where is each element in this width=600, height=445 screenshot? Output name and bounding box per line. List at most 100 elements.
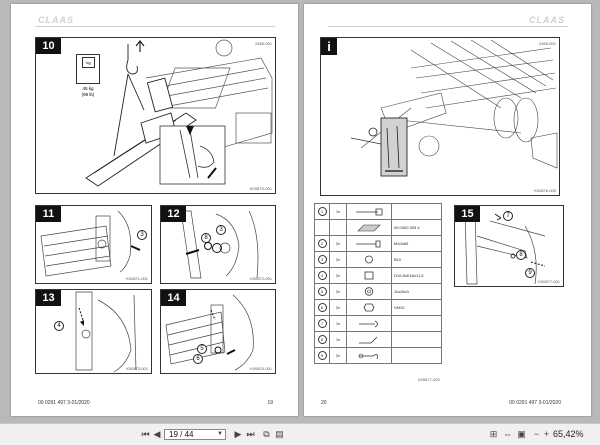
claas-logo: CLAAS [38, 15, 74, 25]
linch-pin-icon [359, 320, 378, 328]
part-quantity: 1x [329, 315, 347, 332]
screw-icon [356, 240, 381, 247]
footer-page-number: 20 [321, 400, 327, 406]
claas-logo: CLAAS [529, 15, 565, 25]
part-number: 3 [317, 255, 327, 264]
figure-code: K00874-001 [250, 366, 272, 371]
callout-label: 8 [516, 250, 526, 260]
header-rule [35, 26, 275, 27]
callout-label: 5 [197, 344, 207, 354]
part-number: 9 [317, 351, 327, 360]
table-row: 3 2x B10 [314, 251, 442, 268]
part-number: 6 [317, 303, 327, 312]
table-row: 8 1x [314, 331, 442, 348]
document-page-left: CLAAS [11, 4, 298, 416]
zoom-out-icon[interactable]: − [533, 429, 540, 439]
weight-value: 45 kg [82, 86, 94, 91]
washer-icon [364, 287, 374, 296]
callout-label: 3 [216, 225, 226, 235]
table-row: 4 2x D10,5xD16x11,5 [314, 267, 442, 284]
part-description: B10 [391, 251, 442, 268]
callout-label: 8 [201, 233, 211, 243]
previous-page-icon[interactable]: ◀ [153, 428, 161, 439]
figure-code-top: 2465-001 [539, 41, 556, 46]
last-page-icon[interactable]: ⏭ [246, 428, 255, 439]
callout-label: 4 [54, 321, 64, 331]
fit-width-icon[interactable]: ⇔ [503, 429, 512, 439]
figure-code: K00876-000 [534, 188, 556, 193]
zoom-level[interactable]: 65,42% [553, 429, 584, 439]
figure-12: 12 8 3 K00872-001 [160, 205, 276, 284]
table-row: 00 0400 093 4 [314, 219, 442, 236]
pdf-viewer-toolbar: ⏮ ◀ 19 / 44 ▼ ▶ ⏭ ⧉ ▤ ⊞ ⇔ ▣ − + 65,42% [0, 423, 600, 445]
step-number: 15 [455, 206, 480, 222]
footer-doc-number: 00 0291 497 3-01/2020 [509, 400, 561, 406]
figure-11: 11 3 K00871-001 [35, 205, 152, 284]
page-view-icon[interactable]: ▤ [275, 428, 284, 439]
next-page-icon[interactable]: ▶ [234, 428, 242, 439]
figure-code: K00873-001 [126, 366, 148, 371]
table-row: 7 1x [314, 315, 442, 332]
parts-table: 1 1x 00 0400 093 4 2 2x M10x60 3 2x B10 … [314, 203, 442, 364]
figure-code-top: 2465-001 [255, 41, 272, 46]
grid-view-icon[interactable]: ⊞ [489, 428, 498, 439]
callout-label: 9 [525, 268, 535, 278]
retaining-pin-icon [358, 353, 378, 359]
table-row: 9 2x [314, 347, 442, 364]
copy-page-icon[interactable]: ⧉ [263, 428, 270, 439]
part-description [391, 315, 442, 332]
part-number: 8 [317, 335, 327, 344]
part-quantity: 1x [329, 331, 347, 348]
part-number: 4 [317, 271, 327, 280]
bent-pin-icon [359, 336, 378, 343]
step-number: 10 [36, 38, 61, 54]
table-row: 2 2x M10x60 [314, 235, 442, 252]
illustration-attach-crane [85, 39, 273, 187]
page-number-input[interactable]: 19 / 44 [164, 429, 226, 440]
part-description: 00 0400 093 4 [391, 219, 442, 236]
figure-code: K00877-001 [538, 279, 560, 284]
part-quantity: 2x [329, 267, 347, 284]
part-number: 7 [317, 319, 327, 328]
table-row: 5 2x 11x26x3 [314, 283, 442, 300]
illustration-step-11 [40, 210, 141, 277]
part-quantity: 2x [329, 235, 347, 252]
part-quantity: 2x [329, 251, 347, 268]
figure-14: 14 5 6 K00874-001 [160, 289, 276, 374]
step-number: 13 [36, 290, 61, 306]
illustration-step-13 [75, 291, 137, 373]
callout-label: 6 [193, 354, 203, 364]
step-number: 14 [161, 290, 186, 306]
figure-code: K00872-001 [250, 276, 272, 281]
illustration-rake-overview [350, 39, 558, 177]
part-quantity: 1x [329, 203, 347, 220]
part-number [319, 224, 326, 231]
figure-info: i 2465-001 K00876-000 [320, 37, 560, 196]
table-row: 1 1x [314, 203, 442, 220]
spring-washer-icon [365, 255, 373, 264]
step-number: 12 [161, 206, 186, 222]
info-marker: i [321, 38, 337, 55]
part-description: VM10 [391, 299, 442, 316]
table-code: K00877-000 [418, 377, 440, 382]
callout-label: 7 [503, 211, 513, 221]
bolt-icon [356, 208, 383, 215]
figure-10: 10 2465-001 K0087S-001 kg 45 kg (99 lb) [35, 37, 276, 194]
part-description: D10,5xD16x11,5 [391, 267, 442, 284]
part-number: 5 [317, 287, 327, 296]
weight-box: kg [76, 54, 100, 84]
bushing-icon [364, 271, 374, 280]
bag-icon [357, 224, 381, 231]
footer-doc-number: 00 0291 497 3-01/2020 [38, 400, 90, 406]
actual-size-icon[interactable]: ▣ [517, 428, 526, 439]
page-indicator: 19 / 44 [169, 430, 194, 439]
first-page-icon[interactable]: ⏮ [141, 428, 150, 439]
figure-code: K00871-001 [126, 276, 148, 281]
part-description [391, 347, 442, 364]
dropdown-chevron-icon[interactable]: ▼ [217, 431, 223, 437]
zoom-in-icon[interactable]: + [543, 429, 550, 439]
part-quantity: 2x [329, 283, 347, 300]
figure-code: K0087S-001 [249, 186, 272, 191]
part-description: M10x60 [391, 235, 442, 252]
step-number: 11 [36, 206, 61, 222]
